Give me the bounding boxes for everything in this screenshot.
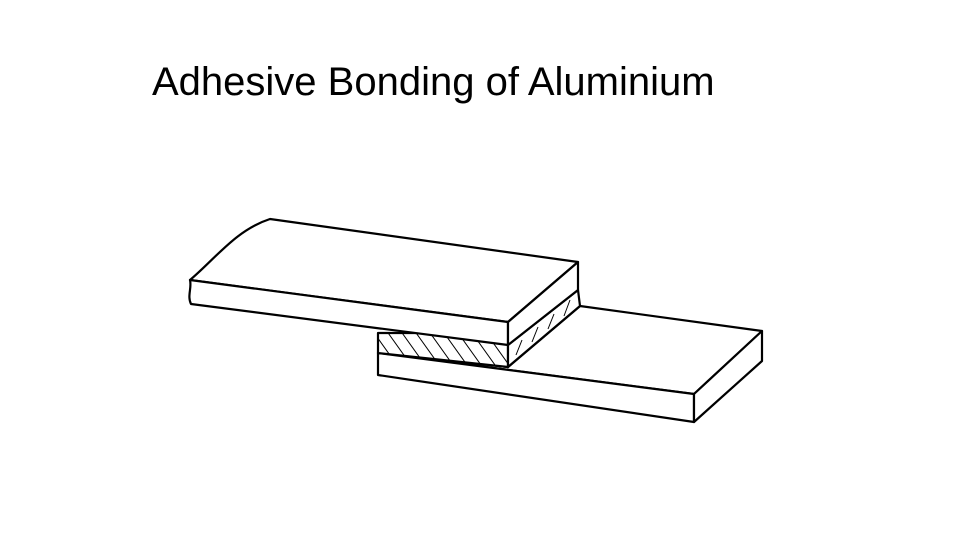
top-sheet-front-face xyxy=(188,278,510,347)
slide-title: Adhesive Bonding of Aluminium xyxy=(152,60,715,104)
adhesive-side-hatching xyxy=(515,299,571,356)
bottom-sheet-end-face xyxy=(692,329,764,424)
top-sheet-end-face xyxy=(506,260,580,347)
bottom-aluminium-sheet xyxy=(376,304,764,424)
top-aluminium-sheet xyxy=(188,217,580,347)
top-sheet-top-face xyxy=(188,217,580,324)
